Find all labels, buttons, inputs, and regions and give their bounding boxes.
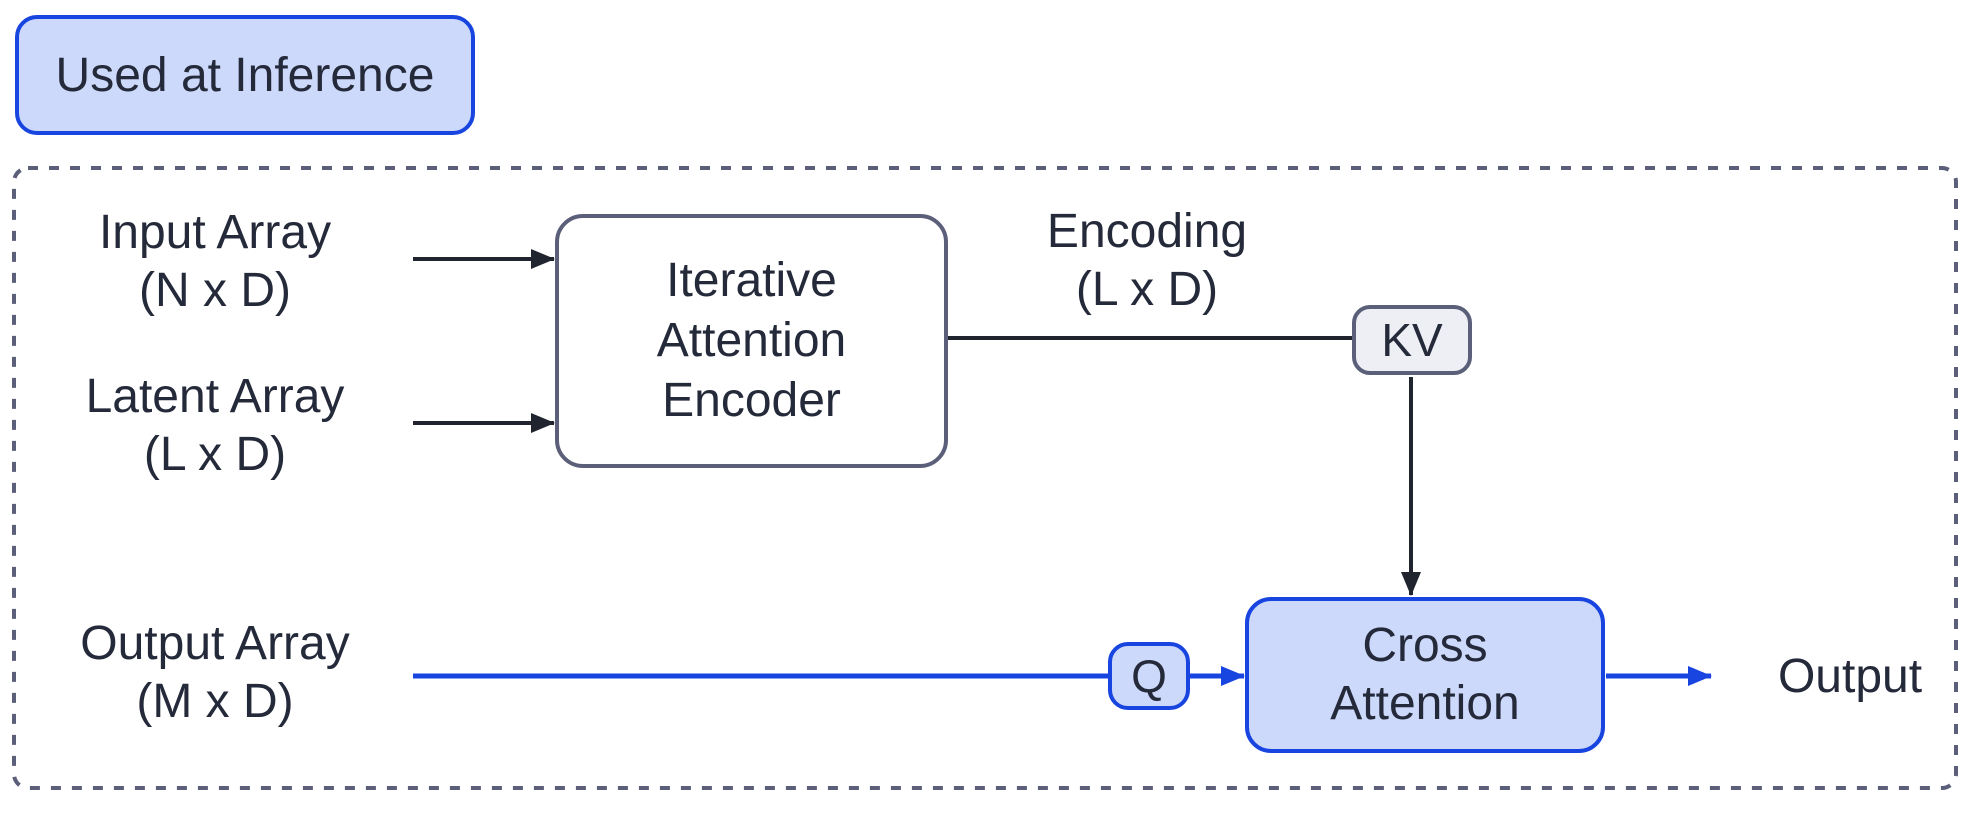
badge-label: Used at Inference [55, 48, 435, 102]
q-label: Q [1131, 650, 1167, 702]
kv-node: KV [1352, 305, 1472, 375]
encoding-line1: Encoding [1046, 205, 1248, 258]
encoder-line3: Encoder [662, 374, 841, 427]
encoding-line2: (L x D) [1075, 263, 1219, 316]
used-at-inference-badge: Used at Inference [15, 15, 475, 135]
output-label: Output [1720, 650, 1978, 704]
q-node: Q [1108, 642, 1190, 710]
output-array-line1: Output Array [80, 617, 350, 670]
encoder-line2: Attention [656, 314, 847, 367]
kv-label: KV [1381, 314, 1443, 366]
input-array-line2: (N x D) [139, 264, 291, 317]
output-array-label: Output Array (M x D) [30, 615, 400, 731]
latent-array-line1: Latent Array [85, 370, 345, 423]
latent-array-label: Latent Array (L x D) [30, 368, 400, 484]
latent-array-line2: (L x D) [143, 428, 287, 481]
output-array-line2: (M x D) [136, 675, 294, 728]
encoding-label: Encoding (L x D) [962, 203, 1332, 319]
cross-attention-line2: Attention [1330, 677, 1520, 730]
input-array-line1: Input Array [98, 206, 332, 259]
cross-attention-line1: Cross [1362, 619, 1488, 672]
input-array-label: Input Array (N x D) [30, 204, 400, 320]
encoder-line1: Iterative [666, 254, 837, 307]
output-text: Output [1777, 650, 1923, 703]
iterative-attention-encoder-box: Iterative Attention Encoder [555, 214, 948, 468]
inference-region-border [12, 166, 1958, 790]
cross-attention-box: Cross Attention [1245, 597, 1605, 753]
